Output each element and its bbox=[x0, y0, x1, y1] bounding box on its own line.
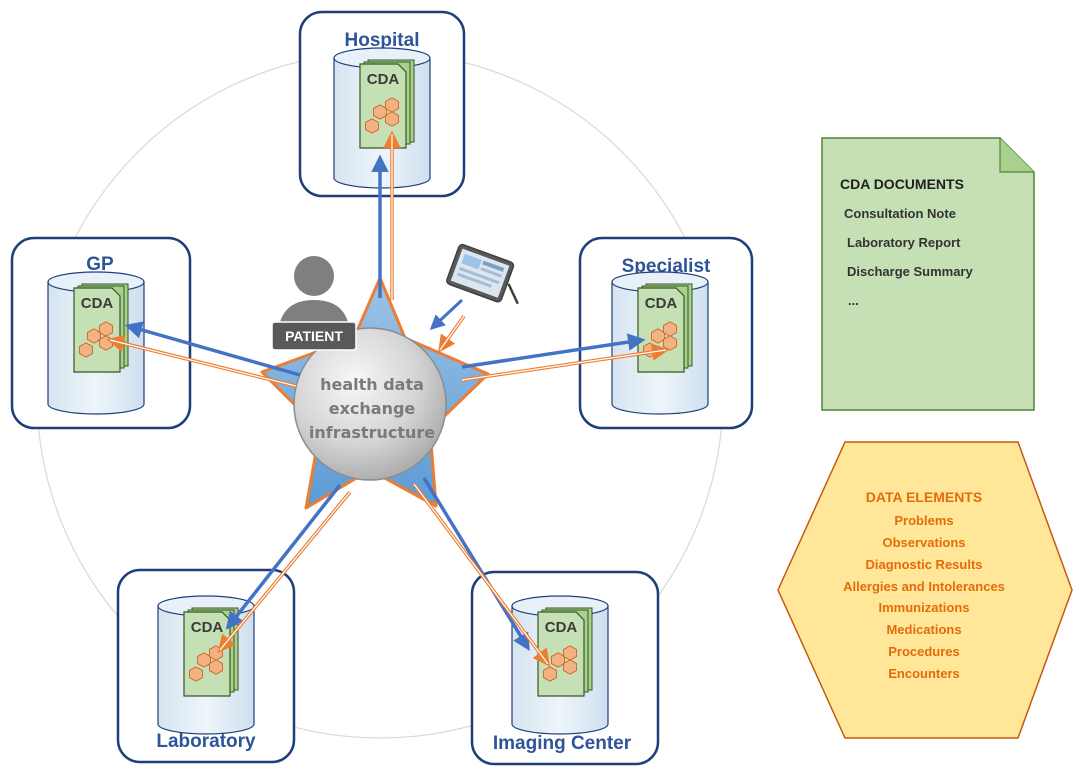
cda-documents-title: CDA DOCUMENTS bbox=[840, 176, 964, 192]
cda-label: CDA bbox=[367, 71, 400, 88]
cda-repository-gp: CDA bbox=[47, 271, 145, 415]
cda-documents-item: Laboratory Report bbox=[847, 235, 961, 250]
data-element-hex-icon bbox=[365, 118, 379, 134]
data-element-hex-icon bbox=[197, 652, 211, 668]
data-element-hex-icon bbox=[551, 652, 565, 668]
data-element-hex-icon bbox=[563, 645, 577, 661]
hub-line-3: infrastructure bbox=[309, 423, 435, 442]
exchange-arrow-pair bbox=[106, 321, 301, 388]
cda-documents-item: ... bbox=[848, 293, 859, 308]
data-element-hex-icon bbox=[79, 342, 93, 358]
exchange-arrow-pair bbox=[412, 477, 551, 667]
arrow-highlight bbox=[461, 349, 667, 381]
data-element-hex-icon bbox=[209, 659, 223, 675]
arrow-highlight bbox=[109, 339, 297, 387]
data-element-hex-icon bbox=[99, 321, 113, 337]
data-element-item: Immunizations bbox=[878, 600, 969, 615]
data-element-item: Problems bbox=[894, 513, 953, 528]
data-element-item: Diagnostic Results bbox=[865, 557, 982, 572]
arrow-to-node bbox=[225, 483, 342, 630]
cda-label: CDA bbox=[545, 619, 578, 636]
cda-repository-laboratory: CDA bbox=[157, 595, 255, 735]
data-element-item: Medications bbox=[886, 622, 961, 637]
node-imaging-title: Imaging Center bbox=[493, 733, 632, 754]
tablet-icon bbox=[446, 243, 519, 304]
data-element-hex-icon bbox=[543, 666, 557, 682]
data-elements-hexagon: DATA ELEMENTS Problems Observations Diag… bbox=[777, 441, 1073, 739]
cda-documents-item: Discharge Summary bbox=[847, 264, 973, 279]
arrow-highlight bbox=[413, 483, 549, 665]
data-element-hex-icon bbox=[651, 328, 665, 344]
data-elements-title: DATA ELEMENTS bbox=[866, 489, 982, 505]
exchange-arrow-pair bbox=[217, 483, 352, 653]
data-element-hex-icon bbox=[663, 335, 677, 351]
data-element-hex-icon bbox=[373, 104, 387, 120]
cda-label: CDA bbox=[645, 295, 678, 312]
data-element-hex-icon bbox=[189, 666, 203, 682]
exchange-arrow-pair bbox=[461, 333, 670, 382]
arrow-highlight bbox=[219, 491, 351, 651]
arrow-to-node bbox=[124, 321, 301, 377]
hub-circle bbox=[293, 327, 447, 481]
arrow-to-node bbox=[422, 477, 530, 651]
tablet-arrow bbox=[429, 298, 464, 331]
hub-line-1: health data bbox=[320, 375, 424, 394]
node-hospital-title: Hospital bbox=[345, 30, 420, 51]
patient-label: PATIENT bbox=[285, 328, 343, 344]
cda-documents-item: Consultation Note bbox=[844, 206, 956, 221]
arrow-to-node bbox=[461, 333, 646, 369]
cda-documents-note: CDA DOCUMENTS Consultation Note Laborato… bbox=[821, 137, 1035, 411]
exchange-arrow-pair bbox=[437, 314, 466, 353]
node-gp-title: GP bbox=[86, 254, 114, 275]
cda-repository-imaging: CDA bbox=[511, 595, 609, 735]
node-specialist-title: Specialist bbox=[622, 256, 711, 277]
data-element-hex-icon bbox=[99, 335, 113, 351]
data-element-hex-icon bbox=[385, 111, 399, 127]
data-element-item: Encounters bbox=[888, 666, 960, 681]
cda-label: CDA bbox=[81, 295, 114, 312]
hub-line-2: exchange bbox=[329, 399, 416, 418]
data-element-item: Observations bbox=[882, 535, 965, 550]
exchange-arrow-pair bbox=[371, 130, 401, 300]
arrow-highlight bbox=[439, 315, 465, 351]
cda-label: CDA bbox=[191, 619, 224, 636]
data-element-hex-icon bbox=[663, 321, 677, 337]
data-element-hex-icon bbox=[563, 659, 577, 675]
patient-icon: PATIENT bbox=[271, 256, 357, 351]
data-element-item: Procedures bbox=[888, 644, 960, 659]
node-laboratory-title: Laboratory bbox=[156, 731, 256, 752]
data-element-item: Allergies and Intolerances bbox=[843, 579, 1005, 594]
data-element-hex-icon bbox=[87, 328, 101, 344]
data-element-hex-icon bbox=[385, 97, 399, 113]
exchange-star: health data exchange infrastructure bbox=[260, 276, 490, 510]
cda-repository-hospital: CDA bbox=[333, 47, 431, 189]
